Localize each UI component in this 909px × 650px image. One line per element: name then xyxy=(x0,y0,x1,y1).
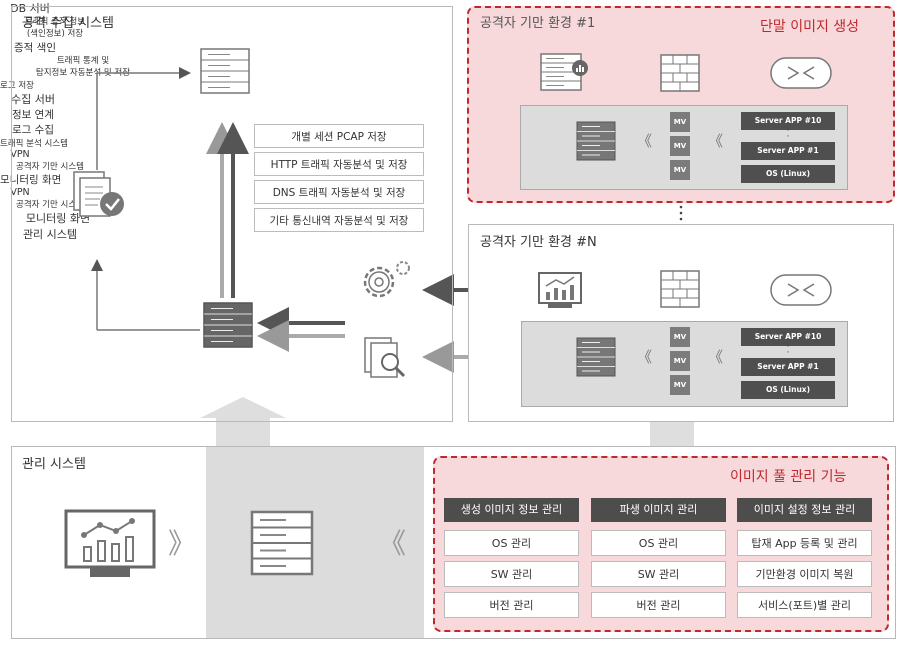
log-collect-label: 로그 수집 xyxy=(12,124,54,136)
evidence-store-label: 트래픽 증적 정보 (색인정보) 저장 xyxy=(24,17,86,39)
envN-chevron-left: 《 xyxy=(637,348,653,366)
management-chevron-1: 》 xyxy=(168,527,197,560)
env1-chevron-right: 《 xyxy=(708,132,724,150)
env1-title: 공격자 기만 환경 #1 xyxy=(480,16,596,31)
envN-server-app-10: Server APP #10 xyxy=(741,328,835,346)
pool-col1-item-1: OS 관리 xyxy=(444,530,579,556)
db-server-label: DB 서버 xyxy=(10,2,50,15)
envN-mv-3: MV xyxy=(670,375,690,395)
env1-vpn-label: VPN xyxy=(10,149,30,160)
pool-col3-item-2: 기만환경 이미지 복원 xyxy=(737,561,872,587)
env1-server-ellipsis: ·· xyxy=(786,126,790,142)
up-arrow-left xyxy=(200,397,286,447)
envN-vpn-label: VPN xyxy=(10,187,30,198)
management-center-band xyxy=(206,447,424,638)
env1-mv-2: MV xyxy=(670,136,690,156)
pool-col2-item-2: SW 관리 xyxy=(591,561,726,587)
document-check-icon xyxy=(73,171,124,217)
envN-monitor-label: 모니터링 화면 xyxy=(0,174,62,186)
management-title: 관리 시스템 xyxy=(22,457,86,472)
management-monitor-label: 모니터링 화면 xyxy=(25,212,91,225)
pool-col1-item-2: SW 관리 xyxy=(444,561,579,587)
env1-badge: 단말 이미지 생성 xyxy=(760,19,860,35)
envN-server-os: OS (Linux) xyxy=(741,381,835,399)
info-link-label: 정보 연계 xyxy=(12,109,54,121)
pool-col2-item-3: 버전 관리 xyxy=(591,592,726,618)
envN-firewall-icon xyxy=(660,270,700,308)
pool-col1-item-3: 버전 관리 xyxy=(444,592,579,618)
envN-mv-2: MV xyxy=(670,351,690,371)
management-system-label: 관리 시스템 xyxy=(22,228,78,241)
envN-server-ellipsis: ·· xyxy=(786,342,790,358)
traffic-system-label: 트래픽 분석 시스템 xyxy=(0,139,68,149)
pool-col3-item-1: 탑재 App 등록 및 관리 xyxy=(737,530,872,556)
db-server-icon xyxy=(200,48,250,94)
env1-server-app-10: Server APP #10 xyxy=(741,112,835,130)
envN-mv-1: MV xyxy=(670,327,690,347)
storage-item-other: 기타 통신내역 자동분석 및 저장 xyxy=(254,208,424,232)
envN-monitor-icon xyxy=(538,272,582,308)
storage-item-pcap: 개별 세션 PCAP 저장 xyxy=(254,124,424,148)
env1-firewall-icon xyxy=(660,54,700,92)
pool-col2-item-1: OS 관리 xyxy=(591,530,726,556)
env1-mv-3: MV xyxy=(670,160,690,180)
envN-deception-server-icon xyxy=(576,337,616,377)
management-monitor-icon xyxy=(64,509,156,577)
env1-router-icon xyxy=(770,57,832,89)
gear-icon xyxy=(363,261,410,298)
env1-deception-server-icon xyxy=(576,121,616,161)
management-panel xyxy=(11,446,896,639)
pool-col1-header: 생성 이미지 정보 관리 xyxy=(444,498,579,522)
envN-deception-label: 공격자 기만 시스템 xyxy=(16,200,84,210)
env1-chevron-left: 《 xyxy=(637,132,653,150)
storage-item-http: HTTP 트래픽 자동분석 및 저장 xyxy=(254,152,424,176)
envN-server-app-1: Server APP #1 xyxy=(741,358,835,376)
storage-item-dns: DNS 트래픽 자동분석 및 저장 xyxy=(254,180,424,204)
evidence-index-label: 증적 색인 xyxy=(14,42,56,54)
collection-system-title: 공격 수집 시스템 xyxy=(22,16,114,31)
env1-deception-label: 공격자 기만 시스템 xyxy=(16,162,84,172)
management-server-icon xyxy=(250,510,314,576)
env1-server-os: OS (Linux) xyxy=(741,165,835,183)
traffic-analysis-server-icon xyxy=(540,53,588,91)
env1-mv-1: MV xyxy=(670,112,690,132)
collect-server-icon xyxy=(203,302,253,348)
envN-chevron-right: 《 xyxy=(708,348,724,366)
envN-router-icon xyxy=(770,274,832,306)
collect-server-label: 수집 서버 xyxy=(11,93,55,106)
envN-title: 공격자 기만 환경 #N xyxy=(480,235,597,250)
collection-system-panel xyxy=(11,6,453,422)
management-chevron-2: 《 xyxy=(378,527,407,560)
log-save-label: 로그 저장 xyxy=(0,81,34,91)
env1-server-app-1: Server APP #1 xyxy=(741,142,835,160)
image-pool-title: 이미지 풀 관리 기능 xyxy=(730,469,847,485)
pool-col2-header: 파생 이미지 관리 xyxy=(591,498,726,522)
pool-col3-header: 이미지 설정 정보 관리 xyxy=(737,498,872,522)
document-search-icon xyxy=(364,337,406,378)
pool-col3-item-3: 서비스(포트)별 관리 xyxy=(737,592,872,618)
